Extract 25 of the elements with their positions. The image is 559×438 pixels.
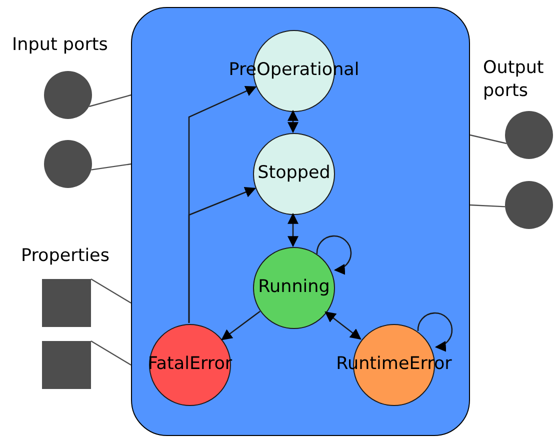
group-label: Output ports bbox=[483, 57, 545, 102]
transition-arrow bbox=[316, 235, 352, 274]
connector-line bbox=[91, 163, 132, 170]
connector-line bbox=[88, 94, 132, 108]
output-port bbox=[505, 111, 553, 159]
component-box bbox=[131, 7, 470, 436]
group-label: Properties bbox=[21, 245, 110, 268]
transition-arrow bbox=[324, 311, 362, 340]
group-label: Input ports bbox=[12, 34, 108, 57]
transition-arrow bbox=[288, 110, 298, 134]
input-port bbox=[44, 140, 92, 188]
state-label: Stopped bbox=[258, 165, 330, 183]
property-square bbox=[42, 341, 91, 389]
state-label: Running bbox=[258, 279, 330, 297]
property-square bbox=[42, 279, 91, 327]
connector-line bbox=[470, 134, 507, 144]
transition-arrow bbox=[188, 187, 256, 323]
connector-line bbox=[470, 204, 506, 208]
connector-line bbox=[90, 278, 132, 304]
output-port bbox=[505, 181, 553, 229]
transition-arrow bbox=[288, 212, 298, 248]
connector-line bbox=[90, 340, 132, 366]
transition-arrow bbox=[221, 310, 260, 340]
transition-arrow bbox=[417, 312, 453, 352]
input-port bbox=[44, 71, 92, 119]
